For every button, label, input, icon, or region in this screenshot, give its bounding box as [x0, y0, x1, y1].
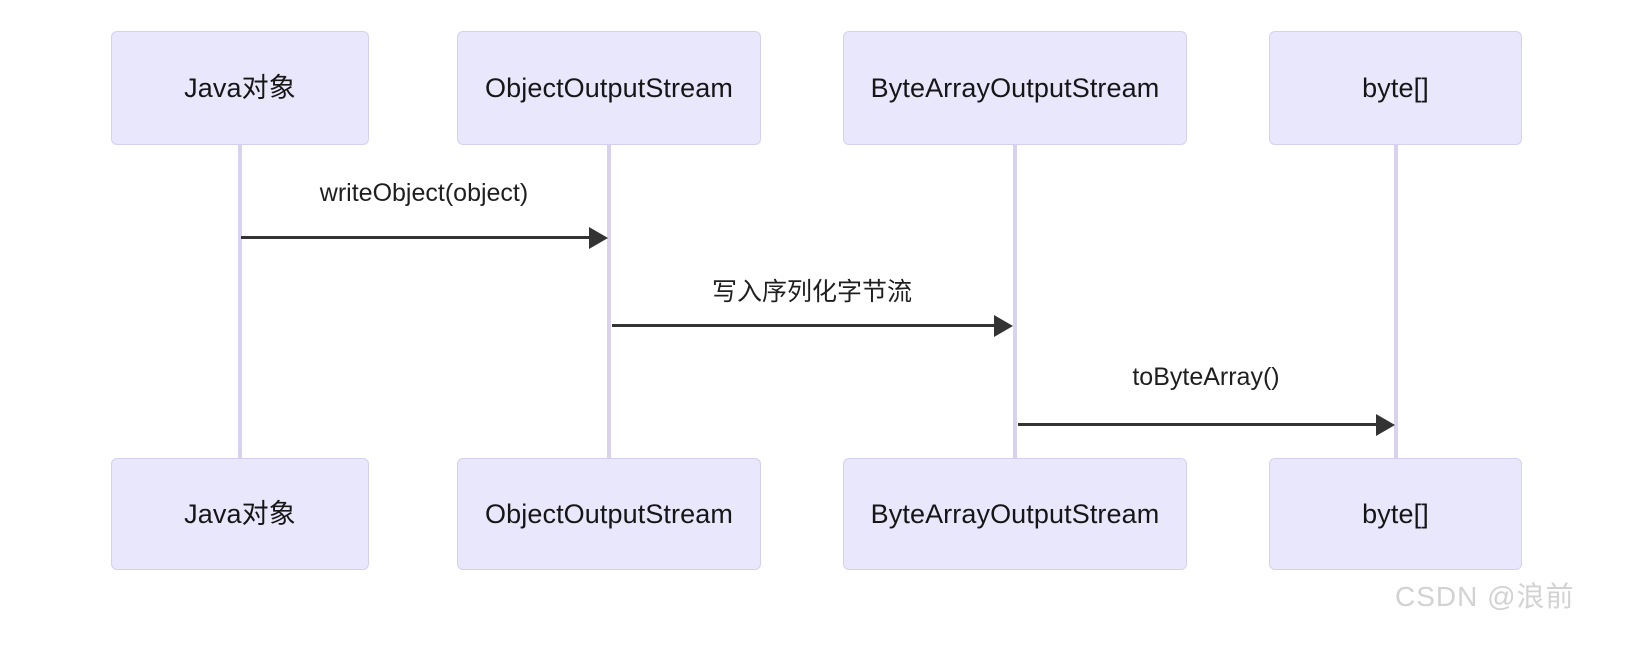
- participant-bottom-object-output-stream[interactable]: ObjectOutputStream: [457, 458, 761, 570]
- message-arrowhead-write-serialized-bytes: [994, 315, 1013, 337]
- message-arrowhead-write-object: [589, 227, 608, 249]
- lifeline-java-object: [238, 145, 242, 460]
- lifeline-object-output-stream: [607, 145, 611, 460]
- participant-label: byte[]: [1362, 72, 1429, 103]
- participant-label: byte[]: [1362, 498, 1429, 529]
- participant-top-byte-array[interactable]: byte[]: [1269, 31, 1522, 145]
- message-label-to-byte-array: toByteArray(): [1132, 363, 1280, 391]
- participant-top-byte-array-output-stream[interactable]: ByteArrayOutputStream: [843, 31, 1187, 145]
- participant-label: ByteArrayOutputStream: [870, 498, 1160, 529]
- participant-label: Java对象: [184, 498, 296, 529]
- message-line-write-object: [241, 236, 592, 239]
- message-label-write-serialized-bytes: 写入序列化字节流: [711, 278, 912, 306]
- message-line-write-serialized-bytes: [612, 324, 996, 327]
- participant-top-object-output-stream[interactable]: ObjectOutputStream: [457, 31, 761, 145]
- message-label-write-object: writeObject(object): [319, 179, 529, 207]
- message-arrowhead-to-byte-array: [1376, 414, 1395, 436]
- participant-label: ByteArrayOutputStream: [870, 72, 1160, 103]
- participant-label: Java对象: [184, 72, 296, 103]
- lifeline-byte-array-output-stream: [1013, 145, 1017, 460]
- participant-bottom-java-object[interactable]: Java对象: [111, 458, 369, 570]
- watermark: CSDN @浪前: [1395, 581, 1575, 612]
- participant-top-java-object[interactable]: Java对象: [111, 31, 369, 145]
- participant-label: ObjectOutputStream: [485, 498, 733, 529]
- participant-label: ObjectOutputStream: [485, 72, 733, 103]
- participant-bottom-byte-array[interactable]: byte[]: [1269, 458, 1522, 570]
- lifeline-byte-array: [1394, 145, 1398, 460]
- participant-bottom-byte-array-output-stream[interactable]: ByteArrayOutputStream: [843, 458, 1187, 570]
- message-line-to-byte-array: [1018, 423, 1378, 426]
